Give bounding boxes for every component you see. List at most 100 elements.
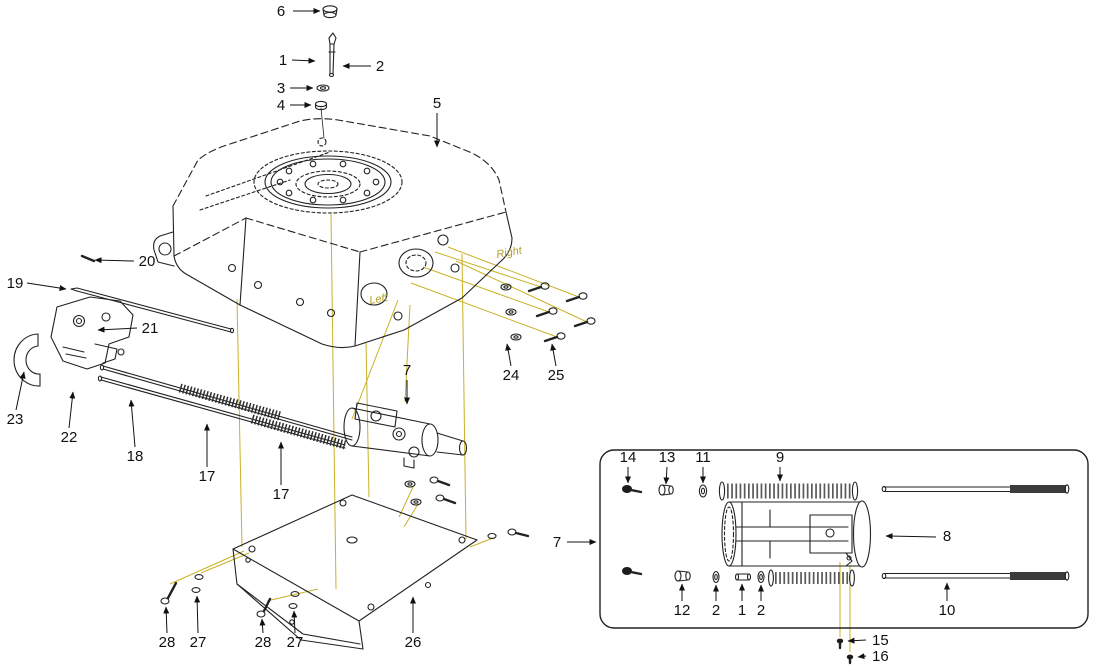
callout-3-label: 3 (277, 80, 285, 97)
part-12-plug (674, 570, 691, 582)
callout-15: 15 (847, 632, 889, 649)
part-19-rod (70, 287, 235, 334)
callout-16-label: 16 (872, 648, 889, 665)
part-7-return-assembly (343, 402, 468, 469)
callout-20-label: 20 (139, 253, 156, 270)
callout-6-label: 6 (277, 3, 285, 20)
callout-5: 5 (433, 95, 441, 148)
callout-19: 19 (7, 275, 67, 292)
inset-detail (599, 449, 1089, 665)
callouts: 6 1 2 3 4 5 20 19 (7, 3, 956, 665)
part-18-pushrods (97, 364, 353, 449)
callout-1-inset-label: 1 (738, 602, 746, 619)
part-23-clamp (13, 333, 41, 387)
callout-17b-label: 17 (273, 486, 290, 503)
callout-2-inset-a: 2 (712, 584, 720, 619)
part-24-25-screws (500, 282, 596, 343)
part-1-2-pin (328, 32, 337, 78)
callout-12: 12 (674, 583, 691, 619)
part-2-washer-b (757, 570, 765, 584)
callout-7-main-label: 7 (403, 362, 411, 379)
callout-24-label: 24 (503, 367, 520, 384)
inset-box (599, 449, 1089, 629)
part-9-spring-bottom (768, 569, 855, 587)
ring-gear (253, 137, 403, 214)
flat-screw-bottom (622, 567, 643, 576)
callout-9-label: 9 (776, 449, 784, 466)
callout-8: 8 (885, 528, 951, 545)
callout-13: 13 (659, 449, 676, 485)
callout-4: 4 (277, 97, 312, 114)
callout-23: 23 (7, 371, 26, 428)
part-26-guard-plate (232, 494, 478, 650)
part-14-screw (622, 485, 643, 494)
callout-10-label: 10 (939, 602, 956, 619)
callout-14-label: 14 (620, 449, 637, 466)
callout-8-label: 8 (943, 528, 951, 545)
part-4-seal-ring (314, 100, 328, 139)
callout-17b: 17 (273, 441, 290, 503)
part-8-actuator-body (721, 500, 872, 568)
callout-28a-label: 28 (159, 634, 176, 651)
callout-15-label: 15 (872, 632, 889, 649)
callout-28b-label: 28 (255, 634, 272, 651)
callout-21-label: 21 (142, 320, 159, 337)
right-side-label: Right (495, 245, 523, 261)
callout-7-inset: 7 (553, 534, 597, 551)
callout-17a: 17 (199, 423, 216, 485)
part-13-plug (658, 484, 674, 496)
callout-27b-label: 27 (287, 634, 304, 651)
callout-26-label: 26 (405, 634, 422, 651)
part-1-pin-inset (734, 573, 752, 581)
callout-10: 10 (939, 582, 956, 619)
callout-24: 24 (503, 343, 520, 384)
part-21-22-bracket (50, 296, 134, 370)
callout-2-inset-a-label: 2 (712, 602, 720, 619)
callout-7-main: 7 (403, 362, 411, 405)
callout-18: 18 (127, 399, 143, 465)
callout-2-inset-b: 2 (757, 584, 765, 619)
callout-11-label: 11 (695, 449, 711, 466)
part-17-springs (178, 383, 347, 450)
callout-27a: 27 (190, 595, 207, 651)
callout-1: 1 (279, 52, 316, 69)
callout-27a-label: 27 (190, 634, 207, 651)
transaxle-housing (153, 118, 513, 349)
part-6-plug (322, 5, 338, 19)
callout-25-label: 25 (548, 367, 565, 384)
callout-17a-label: 17 (199, 468, 216, 485)
part-10-rod-bottom (881, 571, 1070, 581)
callout-12-label: 12 (674, 602, 691, 619)
mounting-screws-mid (404, 476, 530, 540)
callout-2: 2 (342, 58, 384, 75)
callout-4-label: 4 (277, 97, 285, 114)
callout-11: 11 (695, 449, 711, 484)
callout-25: 25 (548, 343, 565, 384)
part-3-washer (316, 84, 330, 92)
callout-1-inset: 1 (738, 583, 746, 619)
callout-1-label: 1 (279, 52, 287, 69)
callout-9: 9 (776, 449, 784, 482)
callout-21: 21 (97, 320, 159, 337)
callout-13-label: 13 (659, 449, 676, 466)
callout-23-label: 23 (7, 411, 24, 428)
callout-14: 14 (620, 449, 637, 484)
callout-2-label: 2 (376, 58, 384, 75)
projection-lines (169, 213, 851, 652)
part-20-pin (80, 254, 96, 263)
callout-3: 3 (277, 80, 314, 97)
callout-22-label: 22 (61, 429, 78, 446)
callout-2-inset-b-label: 2 (757, 602, 765, 619)
main-assembly: Right Left (13, 5, 596, 650)
callout-27b: 27 (287, 610, 304, 651)
callout-28b: 28 (255, 618, 272, 651)
part-16-bolt (846, 654, 854, 665)
part-27-28-fasteners (160, 574, 300, 618)
part-2-washer-a (712, 570, 720, 584)
callout-6: 6 (277, 3, 321, 20)
callout-22: 22 (61, 391, 78, 446)
callout-16: 16 (857, 648, 889, 665)
callout-7-inset-label: 7 (553, 534, 561, 551)
